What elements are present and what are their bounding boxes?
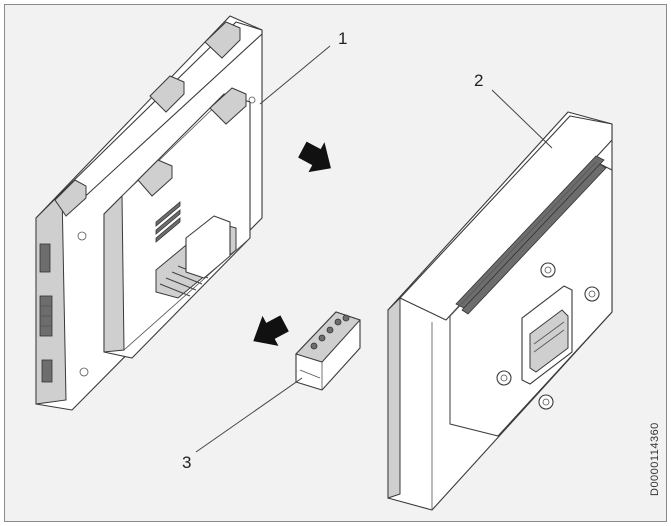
mounting-plate xyxy=(387,111,613,511)
leader-line-1 xyxy=(259,45,331,105)
callout-label-3: 3 xyxy=(182,453,191,472)
device-unit xyxy=(35,15,263,411)
arrow-left-icon xyxy=(253,315,289,346)
callout-label-2: 2 xyxy=(474,71,483,90)
terminal-screws xyxy=(310,314,350,350)
logo-mark xyxy=(155,201,181,243)
terminal-block xyxy=(295,311,361,391)
document-code: D0000114360 xyxy=(649,422,661,496)
callout-label-1: 1 xyxy=(338,29,347,48)
leader-line-2 xyxy=(491,89,553,149)
leader-line-3 xyxy=(195,377,303,453)
arrow-right-icon xyxy=(298,141,331,173)
connector-socket xyxy=(155,215,237,299)
